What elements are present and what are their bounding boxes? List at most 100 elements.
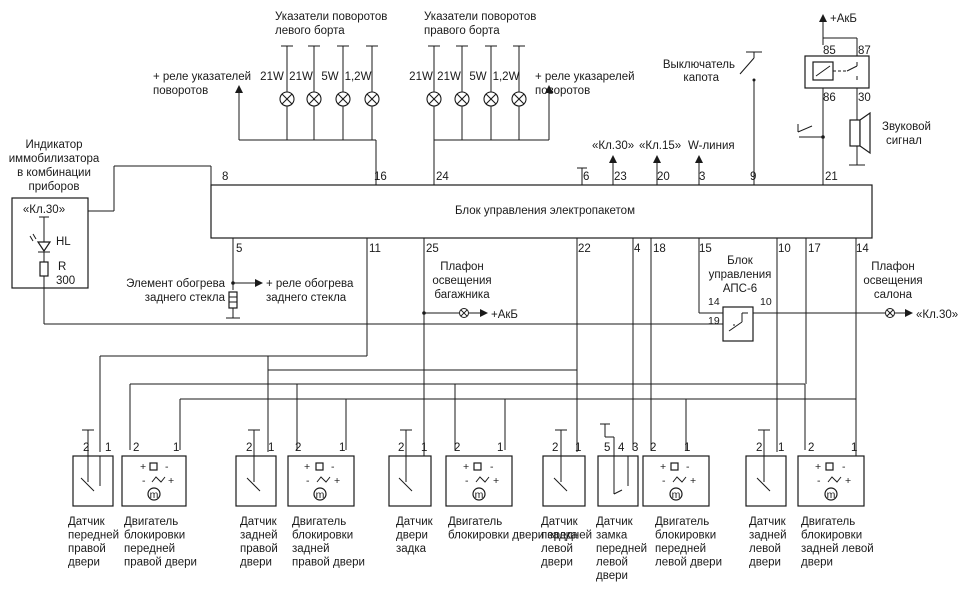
horn-label-2: сигнал — [886, 135, 922, 147]
relay-pin-87: 87 — [858, 45, 871, 57]
immo-label-2: иммобилизатора — [9, 153, 100, 165]
horn-label-1: Звуковой — [882, 121, 931, 133]
aps6-block: Блок управления АПС-6 14 10 19 — [698, 238, 885, 342]
motor-fl-pin-3: 2 — [650, 442, 656, 454]
sensor-fr-pin-1: 1 — [105, 442, 111, 454]
trunk-lamp-label-2: освещения — [432, 275, 491, 287]
motor-rr-pin-1: 1 — [339, 442, 345, 454]
pin-21: 21 — [825, 171, 838, 183]
rear-heat-label-1: Элемент обогрева — [126, 278, 225, 290]
turn-right-lamp-4 — [511, 45, 527, 140]
pin-5: 5 — [236, 243, 242, 255]
motor-rl-pin-2: 2 — [808, 442, 814, 454]
immo-label-1: Индикатор — [25, 139, 82, 151]
device-label-3-line-3: правой двери — [292, 557, 365, 569]
device-label-4-line-0: Датчик — [396, 516, 434, 528]
sensor-rr-pin-1: 1 — [268, 442, 274, 454]
device-label-0-line-1: передней — [68, 530, 119, 542]
relay-left-line-1: + реле указателей — [153, 71, 251, 83]
sensor-fr-pin-2: 2 — [83, 442, 89, 454]
device-label-10-line-2: задней левой — [801, 543, 874, 555]
device-label-10-line-3: двери — [801, 557, 833, 569]
lock-sensor-pin-4: 4 — [618, 442, 625, 454]
svg-text:m: m — [475, 489, 484, 501]
device-label-8-line-2: передней — [655, 543, 706, 555]
pin-4: 4 — [634, 243, 641, 255]
turn-left-title-1: Указатели поворотов — [275, 11, 387, 23]
sensor-trunk-door: 2 1 — [388, 429, 432, 507]
device-label-0-line-3: двери — [68, 557, 100, 569]
top-pin-labels: 8 16 24 6 23 20 3 9 21 — [222, 171, 838, 183]
pin-22: 22 — [578, 243, 591, 255]
salon-lamp-label-3: салона — [874, 289, 913, 301]
svg-text:-: - — [662, 475, 666, 487]
aps-label-1: Блок — [727, 255, 754, 267]
trunk-lamp-label-1: Плафон — [440, 261, 484, 273]
aps-label-2: управления — [709, 269, 772, 281]
turn-right-lamp-3 — [483, 45, 499, 140]
turn-indicators-right: Указатели поворотов правого борта 21W 21… — [409, 11, 635, 185]
svg-text:-: - — [142, 475, 146, 487]
lock-sensor-front-left-door: 5 4 3 — [597, 423, 639, 507]
pin-8: 8 — [222, 171, 228, 183]
hood-switch: Выключатель капота — [663, 51, 762, 185]
lock-sensor-pin-5: 5 — [604, 442, 610, 454]
motor-trunk-pin-1: 1 — [497, 442, 503, 454]
sensor-front-right-door: 2 1 — [72, 429, 114, 507]
svg-text:+: + — [493, 475, 499, 487]
relay-pin-85: 85 — [823, 45, 836, 57]
device-label-6-line-1: передней — [541, 530, 592, 542]
relay-left-line-2: поворотов — [153, 85, 208, 97]
signal-outputs: «Кл.30» «Кл.15» W-линия — [577, 140, 735, 185]
device-label-4-line-2: задка — [396, 543, 427, 555]
svg-text:+: + — [463, 461, 469, 473]
immo-r-value: 300 — [56, 275, 75, 287]
svg-text:+: + — [140, 461, 146, 473]
turn-right-watt-3: 5W — [469, 71, 486, 83]
device-label-1-line-0: Двигатель — [124, 516, 178, 528]
rear-glass-heater: Элемент обогрева заднего стекла + реле о… — [126, 238, 354, 319]
pin-23: 23 — [614, 171, 627, 183]
horn-circuit: +АкБ 85 87 86 30 Звуковой сигнал — [797, 13, 931, 185]
rear-heat-label-2: заднего стекла — [145, 292, 226, 304]
relay-pin-86: 86 — [823, 92, 836, 104]
sensor-rl-pin-1: 1 — [778, 442, 784, 454]
turn-right-watt-1: 21W — [409, 71, 433, 83]
aps-pin-14: 14 — [708, 296, 720, 308]
svg-text:+: + — [845, 475, 851, 487]
immo-hl-label: HL — [56, 236, 71, 248]
svg-text:-: - — [165, 461, 169, 473]
pin-24: 24 — [436, 171, 449, 183]
turn-right-lamp-2 — [454, 45, 470, 140]
sensor-rear-left-door: 2 1 — [745, 429, 787, 507]
trunk-lamp: +АкБ Плафон освещения багажника — [422, 238, 518, 466]
relay-right-line-2: поворотов — [535, 85, 590, 97]
turn-right-title-2: правого борта — [424, 25, 500, 37]
svg-text:m: m — [827, 489, 836, 501]
svg-text:+: + — [168, 475, 174, 487]
device-label-3-line-0: Двигатель — [292, 516, 346, 528]
turn-left-lamp-3 — [335, 45, 351, 140]
device-label-9-line-1: задней — [749, 530, 787, 542]
turn-left-watt-3: 5W — [321, 71, 338, 83]
device-label-2-line-1: задней — [240, 530, 278, 542]
rear-heat-relay-1: + реле обогрева — [266, 278, 354, 290]
device-label-9-line-2: левой — [749, 543, 781, 555]
svg-text:-: - — [331, 461, 335, 473]
device-label-7-line-4: двери — [596, 570, 628, 582]
device-label-1-line-1: блокировки — [124, 530, 185, 542]
pin-11: 11 — [369, 243, 381, 255]
pin-20: 20 — [657, 171, 670, 183]
device-label-0-line-0: Датчик — [68, 516, 106, 528]
sensor-trunk-pin-1: 1 — [421, 442, 427, 454]
turn-indicators-left: Указатели поворотов левого борта 21W 21W… — [153, 11, 387, 185]
pin-25: 25 — [426, 243, 439, 255]
device-label-2-line-3: двери — [240, 557, 272, 569]
device-label-1-line-3: правой двери — [124, 557, 197, 569]
main-control-block — [210, 184, 873, 239]
svg-text:-: - — [817, 475, 821, 487]
device-label-2-line-0: Датчик — [240, 516, 278, 528]
turn-left-watt-1: 21W — [260, 71, 284, 83]
relay-pin-30: 30 — [858, 92, 871, 104]
motor-front-right-door: 2 1 +- -+ m — [121, 442, 187, 507]
